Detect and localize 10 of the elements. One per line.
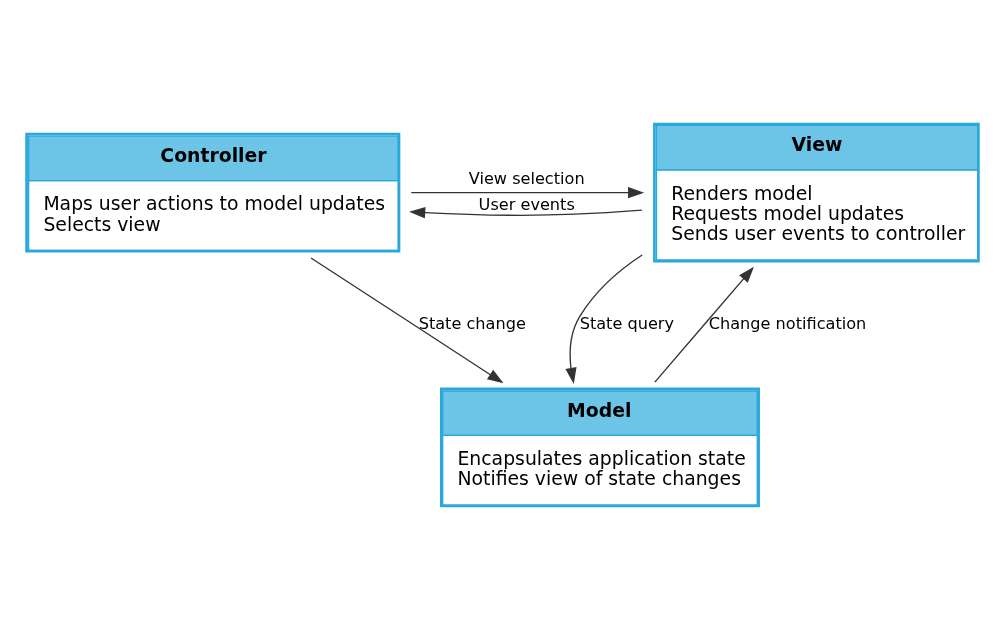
edge-label: State change xyxy=(418,313,526,333)
arrow xyxy=(654,266,754,383)
edge-label: User events xyxy=(478,194,575,214)
edge-label: View selection xyxy=(468,168,585,188)
arrow xyxy=(310,256,504,383)
edge-label: Change notification xyxy=(708,313,867,333)
edge-label: State query xyxy=(579,313,675,333)
arrow xyxy=(565,253,643,384)
arrow xyxy=(409,206,643,218)
arrow xyxy=(410,186,645,198)
